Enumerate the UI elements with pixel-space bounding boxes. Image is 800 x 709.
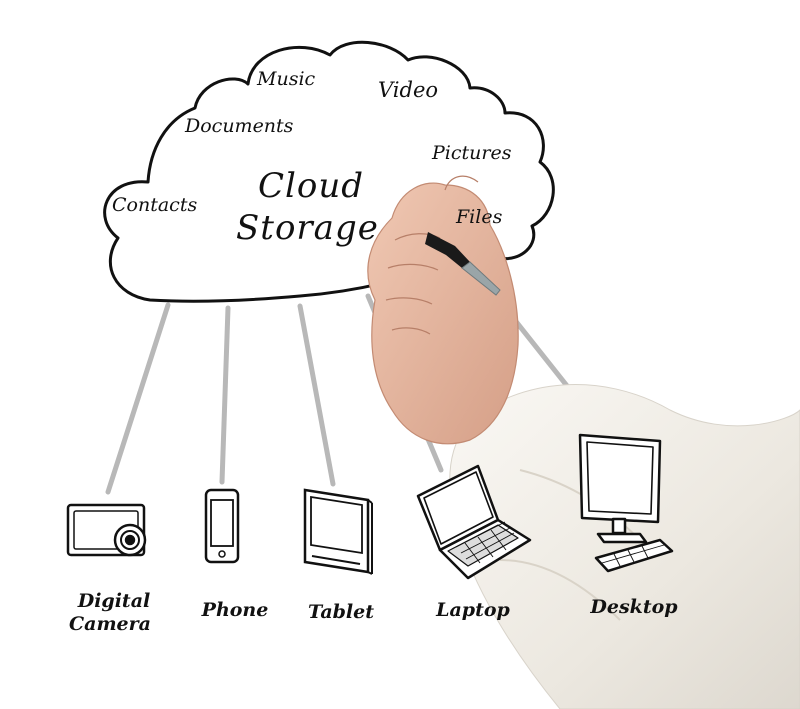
connector-phone [219,305,231,485]
phone-icon [204,488,240,564]
label-desktop: Desktop [590,596,678,618]
label-digital-camera-line2: Camera [69,613,151,635]
label-contacts: Contacts [112,194,198,216]
label-pictures: Pictures [432,142,512,164]
connector-camera [105,302,171,495]
cloud-title-line1: Cloud [258,166,365,206]
label-phone: Phone [201,599,269,621]
laptop-icon [416,464,532,580]
connector-tablet [297,303,336,487]
label-files: Files [456,206,503,228]
label-laptop: Laptop [436,599,510,621]
hand-illustration [367,175,800,709]
hand-shape [367,182,519,445]
label-music: Music [257,68,316,90]
cloud-title-line2: Storage [236,208,379,248]
label-documents: Documents [185,115,294,137]
desktop-icon [578,433,674,573]
tablet-icon [303,488,373,575]
label-tablet: Tablet [308,601,374,623]
marker-pen [425,232,470,268]
label-video: Video [378,78,439,102]
label-digital-camera-line1: Digital [77,590,151,612]
camera-icon [66,503,147,557]
